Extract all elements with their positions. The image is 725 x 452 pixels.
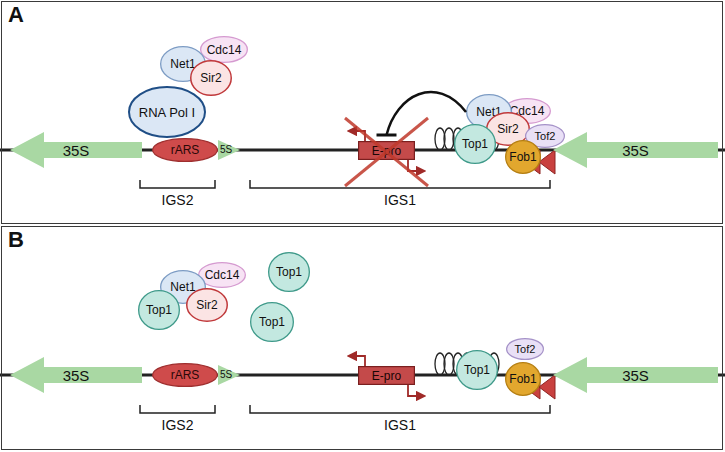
polymerase-ellipse: RNA Pol I — [128, 86, 206, 138]
node-label: E-pro — [372, 370, 401, 382]
gene-arrow: 35S — [10, 357, 142, 393]
promoter-arrow — [352, 356, 365, 366]
cross-stroke — [345, 118, 428, 186]
shape-ellipse — [506, 141, 541, 174]
shape-arrow — [553, 357, 718, 393]
node-label: rARS — [171, 369, 200, 381]
node-label: Top1 — [464, 364, 490, 376]
igs-bracket — [140, 180, 215, 188]
rfb-triangle — [539, 375, 555, 399]
igs-bracket — [250, 180, 550, 188]
node-label: 35S — [63, 368, 90, 383]
brackets — [140, 180, 550, 413]
panel-letter: A — [8, 4, 24, 26]
node-label: 5S — [220, 145, 232, 155]
protein-circle: Top1 — [138, 290, 180, 330]
node-label: Sir2 — [196, 299, 217, 311]
node-label: Top1 — [259, 316, 285, 328]
shape-ellipse — [129, 87, 205, 137]
repression-cross — [345, 118, 428, 186]
origin-ellipse: rARS — [152, 138, 218, 162]
node-label: Cdc14 — [205, 269, 240, 281]
shape-ellipse — [506, 363, 541, 396]
node-label: 35S — [622, 368, 649, 383]
shape-ellipse — [455, 125, 496, 164]
region-label: IGS2 — [140, 418, 215, 433]
node-label: Fob1 — [509, 151, 536, 163]
shape-ellipse — [199, 263, 246, 288]
node-label: 35S — [63, 143, 90, 158]
protein-circle: Top1 — [268, 252, 310, 292]
gene-arrow: 35S — [553, 132, 718, 168]
shape-arrow — [10, 132, 142, 168]
cross-stroke — [345, 118, 428, 186]
node-label: Top1 — [462, 138, 488, 150]
region-label: IGS1 — [250, 193, 550, 208]
region-label: IGS2 — [140, 193, 215, 208]
region-label: IGS1 — [250, 418, 550, 433]
promoter-box: E-pro — [358, 366, 415, 385]
shape-ellipse — [201, 37, 248, 63]
gene-arrow: 5S — [218, 365, 240, 385]
node-label: Sir2 — [497, 123, 518, 135]
node-label: Fob1 — [509, 373, 536, 385]
shape-ellipse — [191, 61, 232, 96]
protein-circle: Top1 — [250, 302, 294, 342]
node-label: Cdc14 — [207, 44, 242, 56]
node-label: RNA Pol I — [139, 106, 195, 119]
shape-rect — [359, 367, 415, 385]
node-label: Tof2 — [535, 131, 556, 142]
igs-bracket — [140, 405, 215, 413]
rfb-triangle — [539, 150, 555, 174]
shape-rect — [359, 142, 415, 160]
shape-arrow — [10, 357, 142, 393]
protein-ellipse: Sir2 — [186, 288, 228, 322]
protein-ellipse: Cdc14 — [200, 36, 248, 63]
protein-circle: Top1 — [456, 350, 498, 390]
node-label: Top1 — [146, 304, 172, 316]
protein-circle: Top1 — [454, 124, 496, 164]
origin-ellipse: rARS — [152, 363, 218, 387]
node-label: Sir2 — [200, 72, 221, 84]
protein-ellipse: Tof2 — [506, 338, 544, 360]
promoter-arrow — [408, 385, 421, 396]
protein-circle: Fob1 — [505, 140, 541, 174]
panel-frame: B35SNet1Cdc14Top1Sir2Top1Top1rARS5SE-pro… — [1, 226, 723, 450]
shape-triangle — [218, 365, 240, 385]
shape-ellipse — [507, 339, 544, 360]
inhibition-connector — [377, 92, 467, 135]
node-label: Top1 — [276, 266, 302, 278]
shape-ellipse — [187, 289, 228, 322]
protein-circle: Fob1 — [505, 362, 541, 396]
node-label: rARS — [171, 144, 200, 156]
inhibition-bar — [377, 134, 397, 137]
gene-arrow: 35S — [10, 132, 142, 168]
node-label: Net1 — [170, 58, 195, 70]
panel-frame: A35SNet1Cdc14Sir2RNA Pol IrARS5SE-proNet… — [1, 1, 723, 224]
gene-arrow: 35S — [553, 357, 718, 393]
panel-letter: B — [8, 229, 24, 251]
shape-ellipse — [251, 303, 294, 342]
shape-ellipse — [153, 364, 218, 387]
igs-bracket — [250, 405, 550, 413]
node-label: 35S — [622, 143, 649, 158]
shape-ellipse — [457, 351, 498, 390]
gene-arrow: 5S — [218, 140, 240, 160]
node-label: 5S — [220, 370, 232, 380]
shape-ellipse — [139, 291, 180, 330]
shape-arrow — [553, 132, 718, 168]
protein-ellipse: Sir2 — [190, 60, 232, 96]
node-label: Tof2 — [515, 344, 536, 355]
shape-ellipse — [153, 139, 218, 162]
node-label: Net1 — [170, 281, 195, 293]
shape-triangle — [218, 140, 240, 160]
connector-line — [387, 92, 467, 135]
shape-ellipse — [269, 253, 310, 292]
